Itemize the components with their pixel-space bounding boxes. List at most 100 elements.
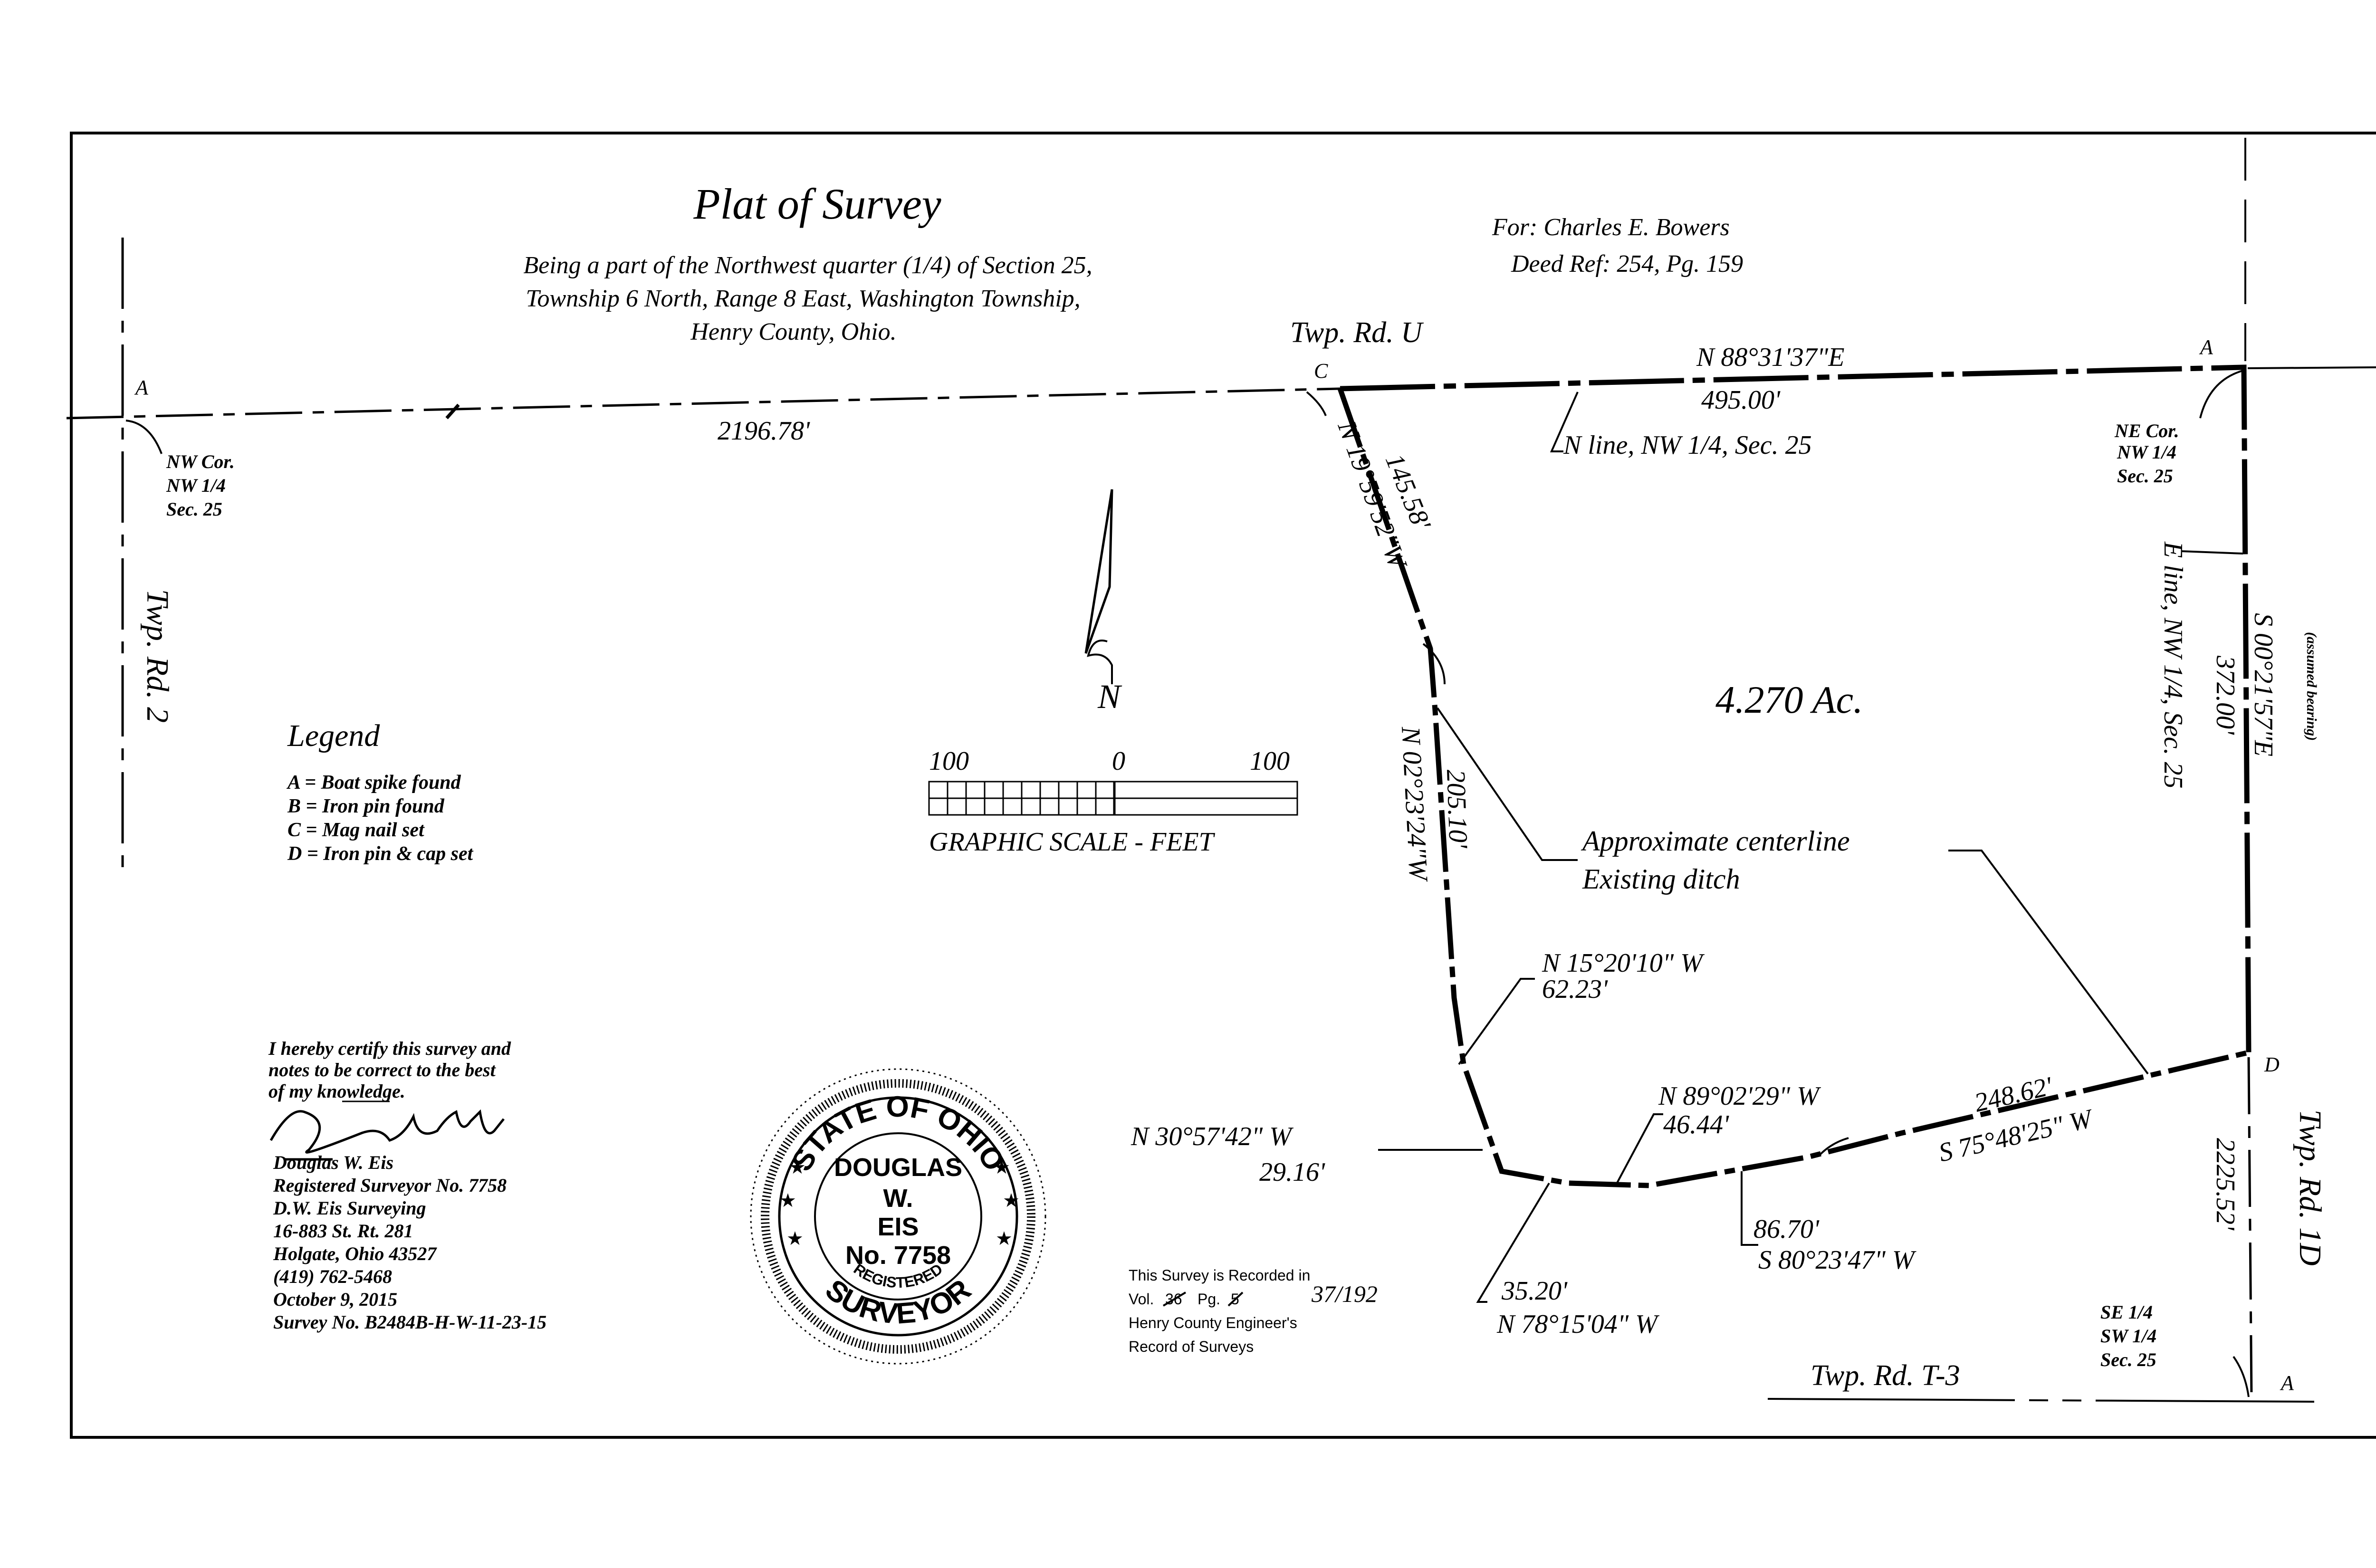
legend-item-a: A = Boat spike found bbox=[286, 772, 461, 794]
course7-leader bbox=[1741, 1171, 1758, 1246]
ditch-note-line-1: Approximate centerline bbox=[1581, 825, 1850, 857]
surveyor-registration: Registered Surveyor No. 7758 bbox=[273, 1175, 507, 1196]
section-line-north-west bbox=[66, 387, 1341, 420]
road-label-twp-rd-u: Twp. Rd. U bbox=[1290, 316, 1424, 349]
road-label-twp-rd-1d: Twp. Rd. 1D bbox=[2293, 1109, 2328, 1266]
description-line-1: Being a part of the Northwest quarter (1… bbox=[523, 252, 1092, 279]
scale-caption: GRAPHIC SCALE - FEET bbox=[929, 827, 1216, 857]
east-line-leader bbox=[2181, 550, 2243, 555]
point-label-d: D bbox=[2264, 1053, 2280, 1076]
course7-tick bbox=[1819, 1137, 1849, 1156]
ne-corner-label-2: NW 1/4 bbox=[2117, 441, 2176, 463]
course3-leader bbox=[1458, 978, 1535, 1065]
cert-line-3: of my knowledge. bbox=[268, 1080, 405, 1102]
course7-bearing: S 80°23'47" W bbox=[1758, 1245, 1916, 1275]
seal-name-1: DOUGLAS bbox=[834, 1153, 962, 1182]
seal-star-icon-5: ★ bbox=[1003, 1190, 1020, 1212]
seal-star-icon-3: ★ bbox=[786, 1228, 804, 1250]
seal-star-icon-1: ★ bbox=[789, 1157, 806, 1178]
drawing-border bbox=[70, 132, 2376, 1439]
course5-bearing: N 78°15'04" W bbox=[1496, 1310, 1659, 1339]
surveyor-name: Douglas W. Eis bbox=[273, 1152, 393, 1173]
ne-corner-leader bbox=[2199, 370, 2243, 419]
description-line-3: Henry County, Ohio. bbox=[690, 318, 896, 345]
nw-corner-label-3: Sec. 25 bbox=[166, 498, 222, 520]
graphic-scale-bar bbox=[928, 781, 1298, 816]
parcel-boundary-north-east bbox=[1340, 364, 2251, 1053]
recorded-handwritten-ref: 37/192 bbox=[1311, 1281, 1378, 1307]
course7-distance: 86.70' bbox=[1753, 1214, 1820, 1244]
course3-bearing: N 15°20'10" W bbox=[1542, 948, 1705, 978]
surveyor-phone: (419) 762-5468 bbox=[273, 1266, 392, 1287]
east-distance: 372.00' bbox=[2211, 655, 2240, 735]
seal-star-icon-4: ★ bbox=[993, 1157, 1010, 1178]
seal-name-2: W. bbox=[883, 1184, 913, 1213]
legend-item-b: B = Iron pin found bbox=[287, 795, 445, 817]
course4-bearing: N 30°57'42" W bbox=[1131, 1122, 1293, 1151]
parcel-area: 4.270 Ac. bbox=[1715, 678, 1863, 721]
course5-leader bbox=[1476, 1182, 1550, 1303]
point-label-c: C bbox=[1314, 359, 1328, 382]
course6-bearing: N 89°02'29" W bbox=[1658, 1081, 1821, 1111]
cert-line-2: notes to be correct to the best bbox=[268, 1059, 497, 1080]
break-mark bbox=[445, 403, 460, 420]
point-label-a-se: A bbox=[2280, 1371, 2294, 1395]
legend-item-c: C = Mag nail set bbox=[287, 819, 425, 841]
nw-corner-label-1: NW Cor. bbox=[166, 451, 235, 472]
scale-label-zero: 0 bbox=[1112, 746, 1125, 776]
surveyor-signature bbox=[269, 1109, 505, 1161]
north-bearing: N 88°31'37"E bbox=[1696, 343, 1844, 372]
course6-leader bbox=[1615, 1113, 1663, 1186]
survey-date: October 9, 2015 bbox=[273, 1289, 397, 1310]
seal-name-4: No. 7758 bbox=[845, 1241, 951, 1270]
se-corner-label-1: SE 1/4 bbox=[2100, 1301, 2153, 1323]
section-line-north-east bbox=[2247, 366, 2376, 369]
west-distance: 2196.78' bbox=[718, 416, 810, 446]
course2-distance: 205.10' bbox=[1441, 769, 1473, 849]
assumed-bearing-note: (assumed bearing) bbox=[2304, 632, 2319, 741]
north-line-leader bbox=[1550, 392, 1579, 452]
legend-title: Legend bbox=[287, 718, 380, 753]
ditch-leader-right bbox=[1948, 850, 2149, 1075]
deed-reference: Deed Ref: 254, Pg. 159 bbox=[1511, 250, 1743, 277]
north-line-label: N line, NW 1/4, Sec. 25 bbox=[1563, 430, 1812, 460]
course5-distance: 35.20' bbox=[1501, 1276, 1568, 1306]
se-corner-leader bbox=[2232, 1356, 2250, 1397]
cert-line-1: I hereby certify this survey and bbox=[268, 1038, 511, 1059]
road-label-twp-rd-t3: Twp. Rd. T-3 bbox=[1811, 1359, 1960, 1392]
east-south-distance: 2225.52' bbox=[2211, 1138, 2240, 1231]
point-label-a-ne: A bbox=[2199, 335, 2213, 359]
course3-distance: 62.23' bbox=[1542, 975, 1608, 1004]
north-distance: 495.00' bbox=[1701, 385, 1781, 415]
ditch-leader-left bbox=[1437, 707, 1578, 861]
road-label-twp-rd-2: Twp. Rd. 2 bbox=[140, 589, 175, 723]
recorded-vol-label: Vol. bbox=[1129, 1291, 1154, 1308]
north-arrow-shaft-curve bbox=[1087, 640, 1113, 684]
course2-bearing: N 02°23'24"W bbox=[1396, 725, 1433, 883]
ditch-note-line-2: Existing ditch bbox=[1582, 863, 1740, 895]
client-for: For: Charles E. Bowers bbox=[1492, 214, 1730, 241]
plat-title: Plat of Survey bbox=[693, 180, 941, 228]
east-bearing: S 00°21'57"E bbox=[2249, 613, 2278, 756]
recorded-line-3: Henry County Engineer's bbox=[1129, 1314, 1297, 1331]
recorded-line-1: This Survey is Recorded in bbox=[1129, 1267, 1310, 1284]
seal-star-icon-6: ★ bbox=[996, 1228, 1013, 1250]
surveyor-city: Holgate, Ohio 43527 bbox=[273, 1243, 437, 1264]
nw-corner-label-2: NW 1/4 bbox=[166, 475, 226, 496]
scale-label-right: 100 bbox=[1250, 746, 1290, 776]
parcel-boundary-ditch bbox=[1337, 388, 2250, 1188]
survey-number: Survey No. B2484B-H-W-11-23-15 bbox=[273, 1311, 546, 1333]
course6-distance: 46.44' bbox=[1663, 1110, 1729, 1139]
twp-rd-t3-line bbox=[1767, 1398, 2315, 1403]
course4-distance: 29.16' bbox=[1259, 1157, 1325, 1187]
scale-label-left: 100 bbox=[929, 746, 969, 776]
course8-bearing: S 75°48'25" W bbox=[1936, 1103, 2097, 1167]
surveyor-seal: STATE OF OHIO SURVEYOR REGISTERED DOUGLA… bbox=[750, 1068, 1046, 1365]
seal-star-icon-2: ★ bbox=[779, 1190, 796, 1212]
north-arrow-icon bbox=[1084, 489, 1113, 654]
legend-item-d: D = Iron pin & cap set bbox=[287, 843, 474, 865]
ne-corner-label-3: Sec. 25 bbox=[2117, 465, 2173, 487]
east-line-south bbox=[2247, 1057, 2253, 1397]
east-line-label: E line, NW 1/4, Sec. 25 bbox=[2158, 541, 2188, 788]
